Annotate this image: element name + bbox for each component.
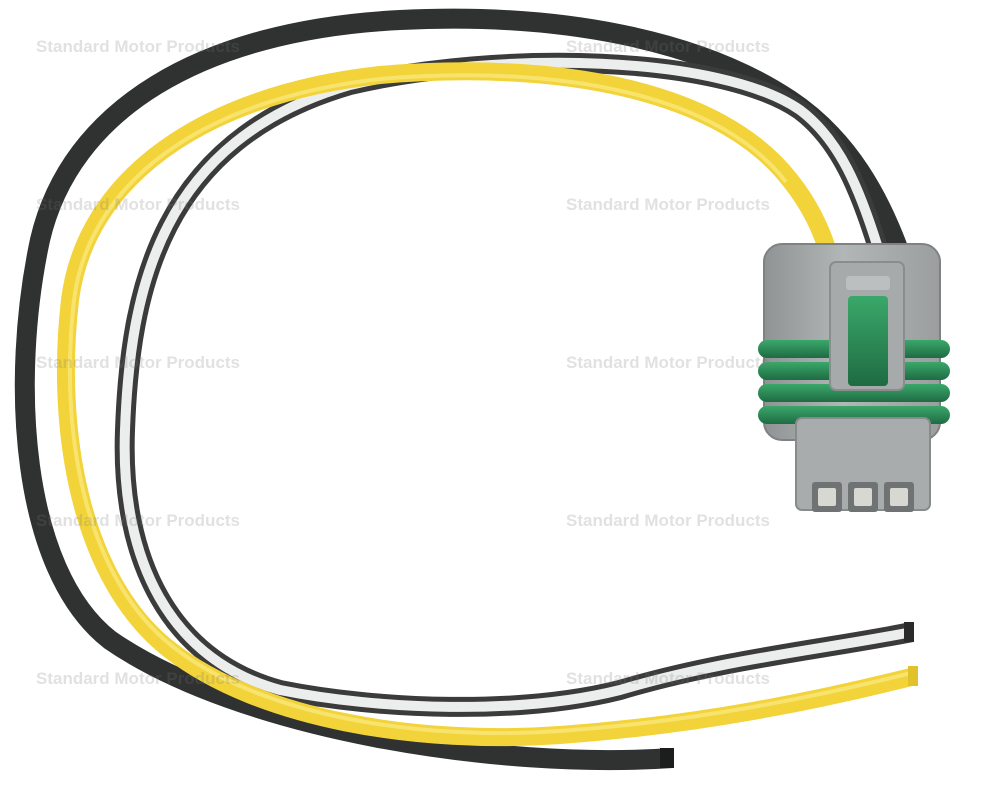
yellow-wire-highlight: [67, 73, 916, 736]
white-wire: [119, 57, 913, 712]
metal-terminal: [890, 488, 908, 506]
white-wire-end: [904, 622, 914, 642]
black-wire-end: [660, 748, 674, 768]
metal-terminal: [854, 488, 872, 506]
connector: [758, 243, 950, 512]
locking-tab-bar: [846, 276, 890, 290]
locking-tab-slot: [848, 296, 888, 386]
yellow-wire: [57, 62, 918, 747]
yellow-wire-end: [908, 666, 918, 686]
metal-terminal: [818, 488, 836, 506]
